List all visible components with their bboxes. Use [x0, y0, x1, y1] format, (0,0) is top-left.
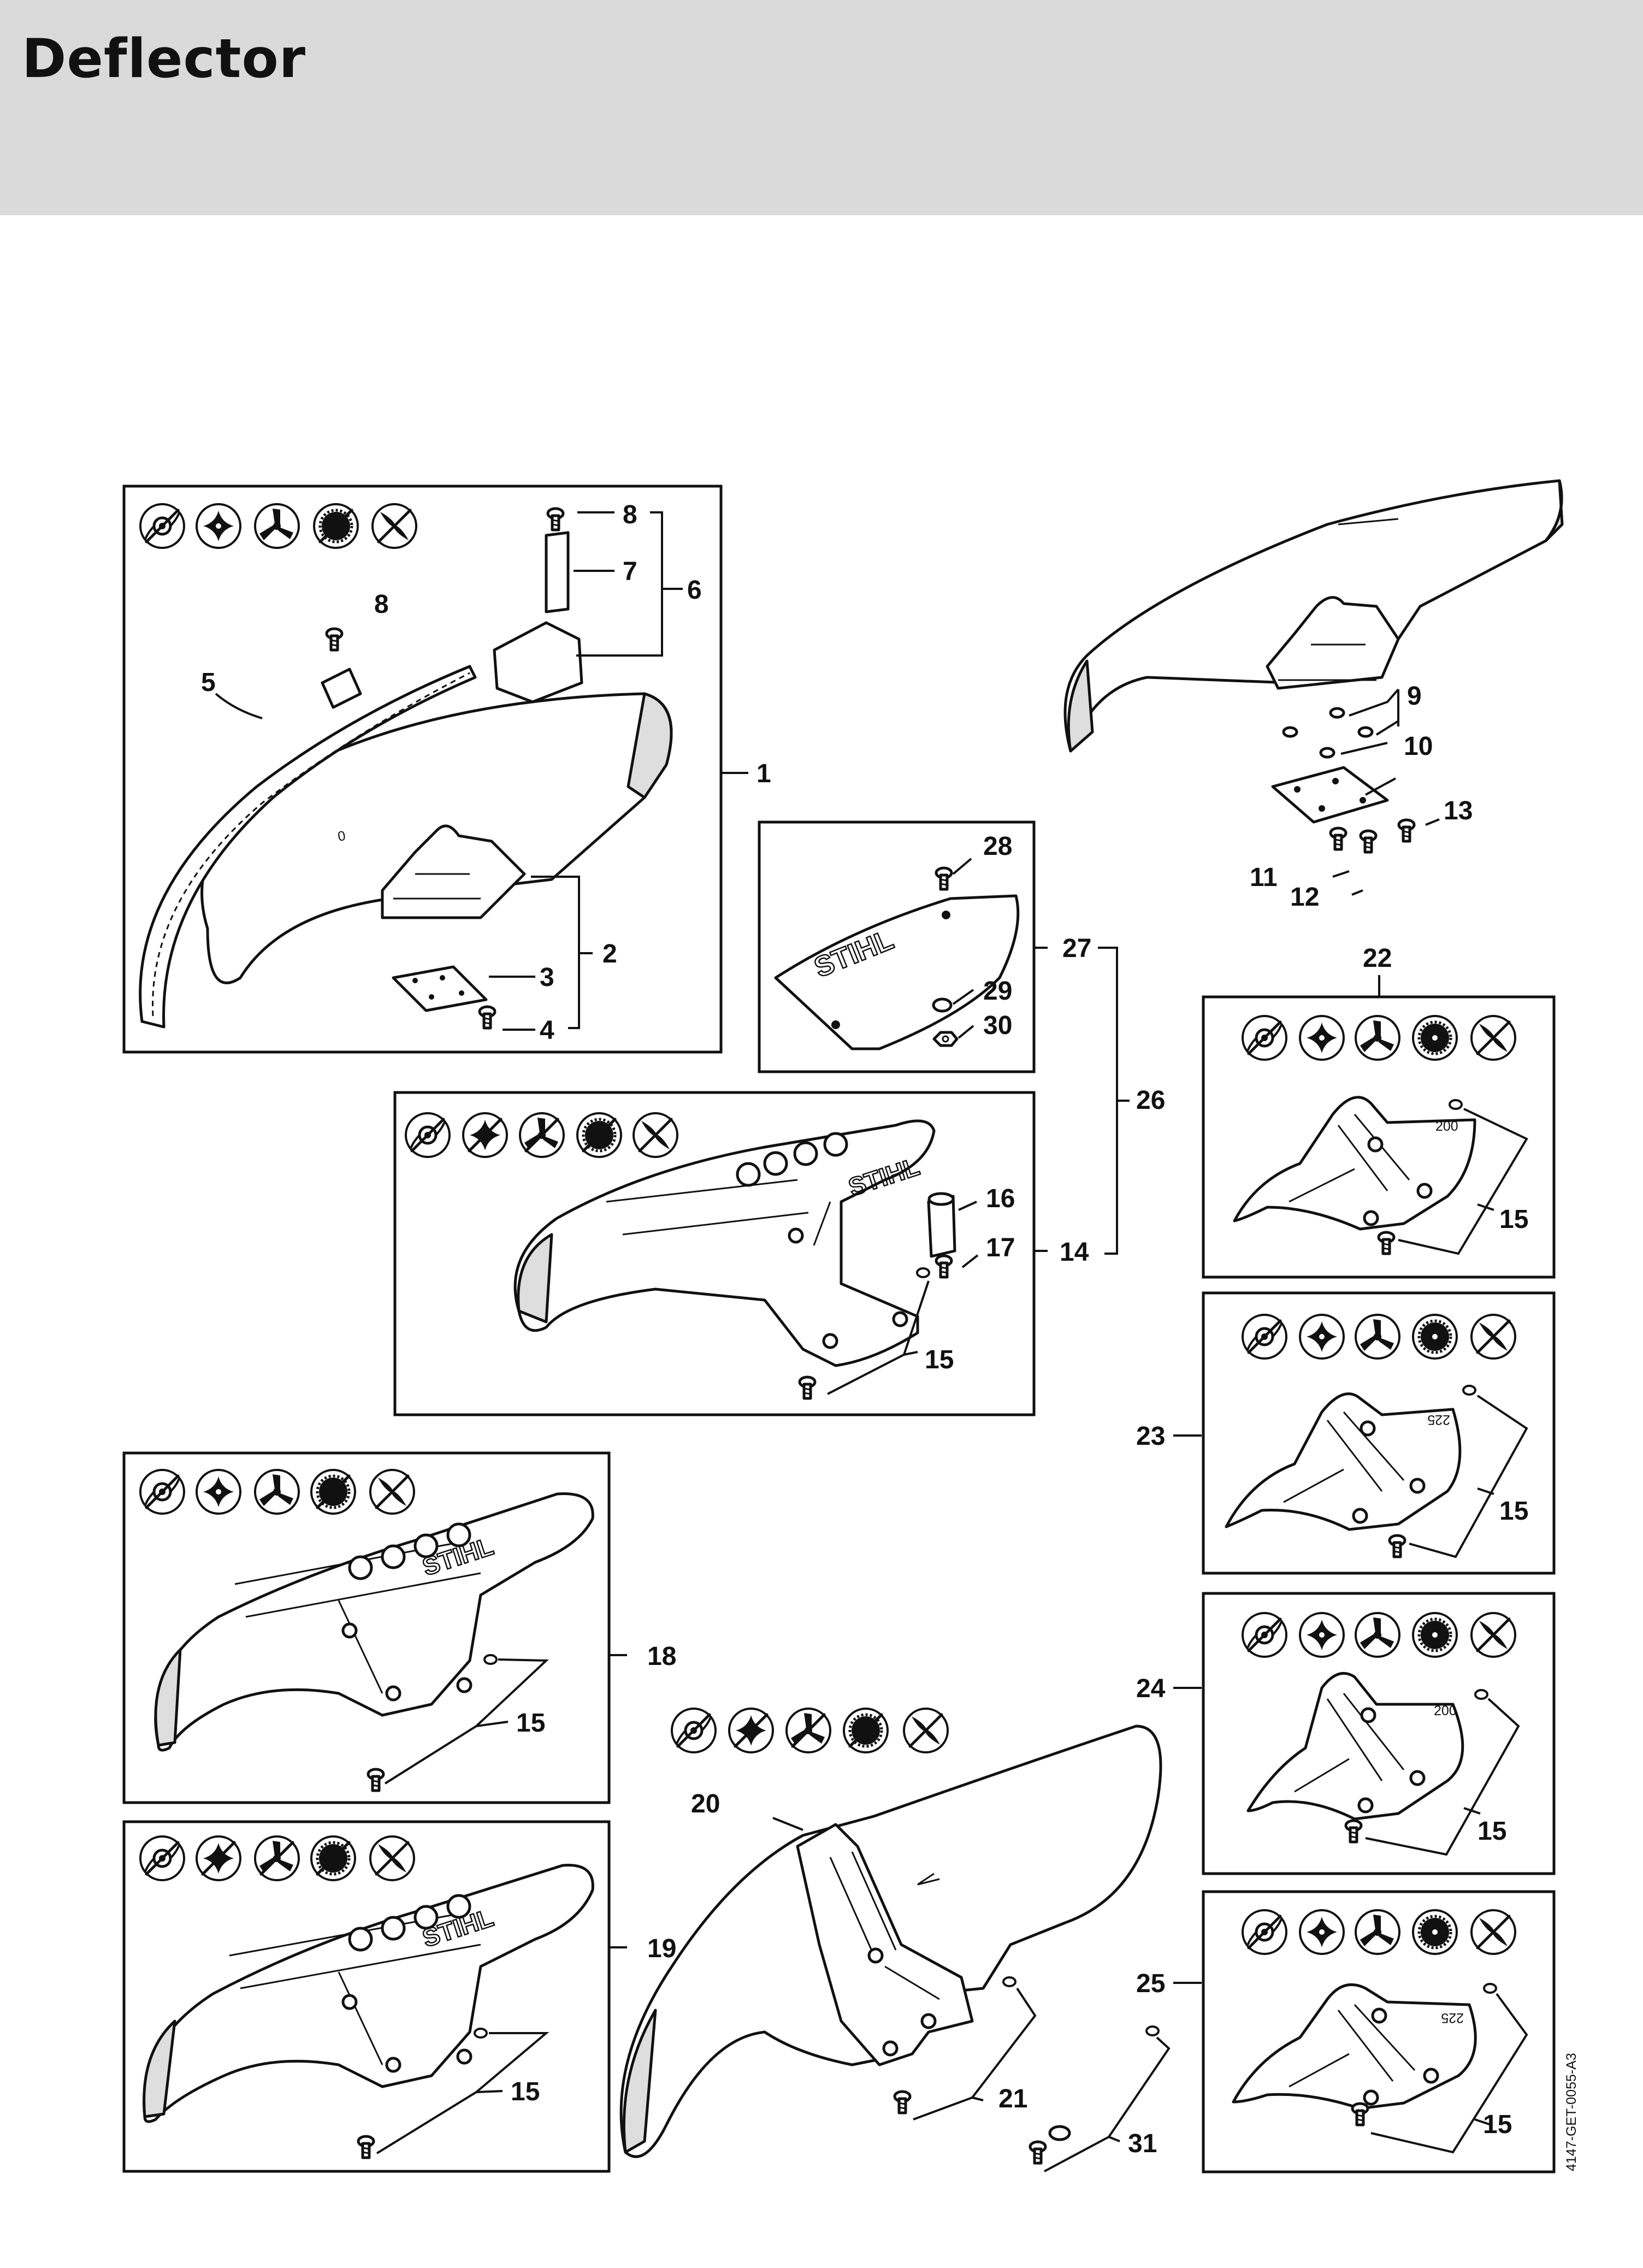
label-30: 30 [983, 1011, 1012, 1040]
deflector-25-box [1202, 1890, 1556, 2174]
screw-part-21 [895, 2092, 910, 2113]
label-3: 3 [540, 963, 554, 992]
plate-part-27: STIHL [774, 894, 1020, 1050]
part-number-labels: 8 7 6 8 5 1 2 3 4 9 10 13 11 12 28 27 29… [201, 500, 1528, 2158]
label-22: 22 [1363, 944, 1392, 973]
bushing-part-16 [927, 1192, 956, 1258]
label-12: 12 [1290, 883, 1319, 912]
svg-text:225: 225 [1441, 2010, 1464, 2025]
screw-part-4 [480, 1007, 495, 1028]
label-25: 25 [1136, 1969, 1165, 1998]
header-band [0, 0, 1643, 215]
label-6: 6 [687, 576, 702, 605]
washer-part-9a [1329, 707, 1345, 719]
deflector-24-group: 200 [1202, 1592, 1556, 1875]
label-23: 23 [1136, 1422, 1165, 1451]
washer-part-29 [932, 997, 953, 1013]
label-11: 11 [1250, 863, 1278, 892]
deflector-19-box [122, 1820, 611, 2173]
plate-part-10 [1271, 766, 1389, 824]
deflector-kit-box [122, 485, 723, 1054]
screw-part-28 [936, 868, 951, 889]
deflector-top-right [1063, 479, 1564, 753]
label-15f: 15 [516, 1709, 545, 1738]
label-2: 2 [602, 940, 617, 968]
svg-text:200: 200 [1434, 1703, 1457, 1718]
label-8b: 8 [374, 590, 389, 619]
svg-text:225: 225 [1427, 1412, 1450, 1427]
label-15e: 15 [1483, 2110, 1512, 2139]
screw-part-15 [800, 1377, 815, 1398]
label-5: 5 [201, 668, 216, 697]
screw-part-15 [368, 1769, 383, 1791]
label-15a: 15 [925, 1345, 954, 1374]
drawing-code: 4147-GET-0055-A3 [1564, 2053, 1579, 2171]
nut-part-30 [932, 1031, 959, 1047]
deflector-part-1: 0 [200, 692, 673, 984]
rail-part-5 [139, 665, 477, 1029]
label-15b: 15 [1499, 1205, 1528, 1234]
deflector-24-box [1202, 1592, 1556, 1875]
deflector-25-group: 225 [1202, 1890, 1556, 2174]
bracket-part-6 [493, 531, 583, 704]
deflector-14-box [393, 1091, 1036, 1416]
screw-part-15 [358, 2136, 374, 2158]
deflector-23-group: 225 [1202, 1291, 1556, 1575]
label-15g: 15 [511, 2077, 540, 2106]
label-21: 21 [998, 2084, 1027, 2113]
label-27: 27 [1062, 934, 1091, 963]
screw-part-11 [1331, 828, 1346, 849]
svg-text:200: 200 [1435, 1119, 1458, 1134]
label-1: 1 [757, 759, 771, 788]
label-9: 9 [1407, 682, 1422, 711]
plate-part-3 [392, 965, 488, 1012]
screw-part-8b [327, 629, 342, 650]
label-28: 28 [983, 832, 1012, 861]
screw-part-31 [1030, 2142, 1045, 2163]
label-7: 7 [623, 557, 637, 586]
label-17: 17 [986, 1233, 1015, 1262]
page-title: Deflector [22, 28, 306, 90]
spring-part-17 [936, 1256, 951, 1277]
washer-part-9b [1282, 726, 1298, 738]
screw-part-8a [548, 509, 563, 530]
label-15c: 15 [1499, 1497, 1528, 1526]
label-31: 31 [1128, 2129, 1157, 2158]
screw-part-12 [1361, 831, 1376, 852]
label-14: 14 [1060, 1238, 1089, 1267]
deflector-22-group: 200 [1202, 995, 1556, 1279]
screw-part-13 [1399, 820, 1414, 841]
washer-part-31 [1048, 2125, 1071, 2141]
label-10: 10 [1404, 732, 1433, 761]
label-16: 16 [986, 1184, 1015, 1213]
deflector-23-box [1202, 1291, 1556, 1575]
deflector-part-20 [619, 1724, 1162, 2158]
label-8a: 8 [623, 500, 637, 529]
label-4: 4 [540, 1016, 554, 1045]
label-24: 24 [1136, 1674, 1166, 1703]
label-18: 18 [647, 1642, 676, 1671]
label-13: 13 [1444, 796, 1473, 825]
label-15d: 15 [1477, 1817, 1506, 1846]
label-20: 20 [691, 1789, 720, 1818]
label-29: 29 [983, 977, 1012, 1006]
label-26: 26 [1136, 1086, 1165, 1115]
washer-part-9c [1357, 726, 1374, 738]
deflector-part-19: STIHL [143, 1864, 594, 2123]
label-19: 19 [647, 1934, 676, 1963]
deflector-part-18: STIHL [154, 1492, 594, 1752]
deflector-part-14: STIHL [513, 1119, 936, 1367]
svg-text:0: 0 [336, 828, 347, 844]
deflector-18-box [122, 1451, 611, 1804]
washer-part-10 [1319, 747, 1335, 759]
